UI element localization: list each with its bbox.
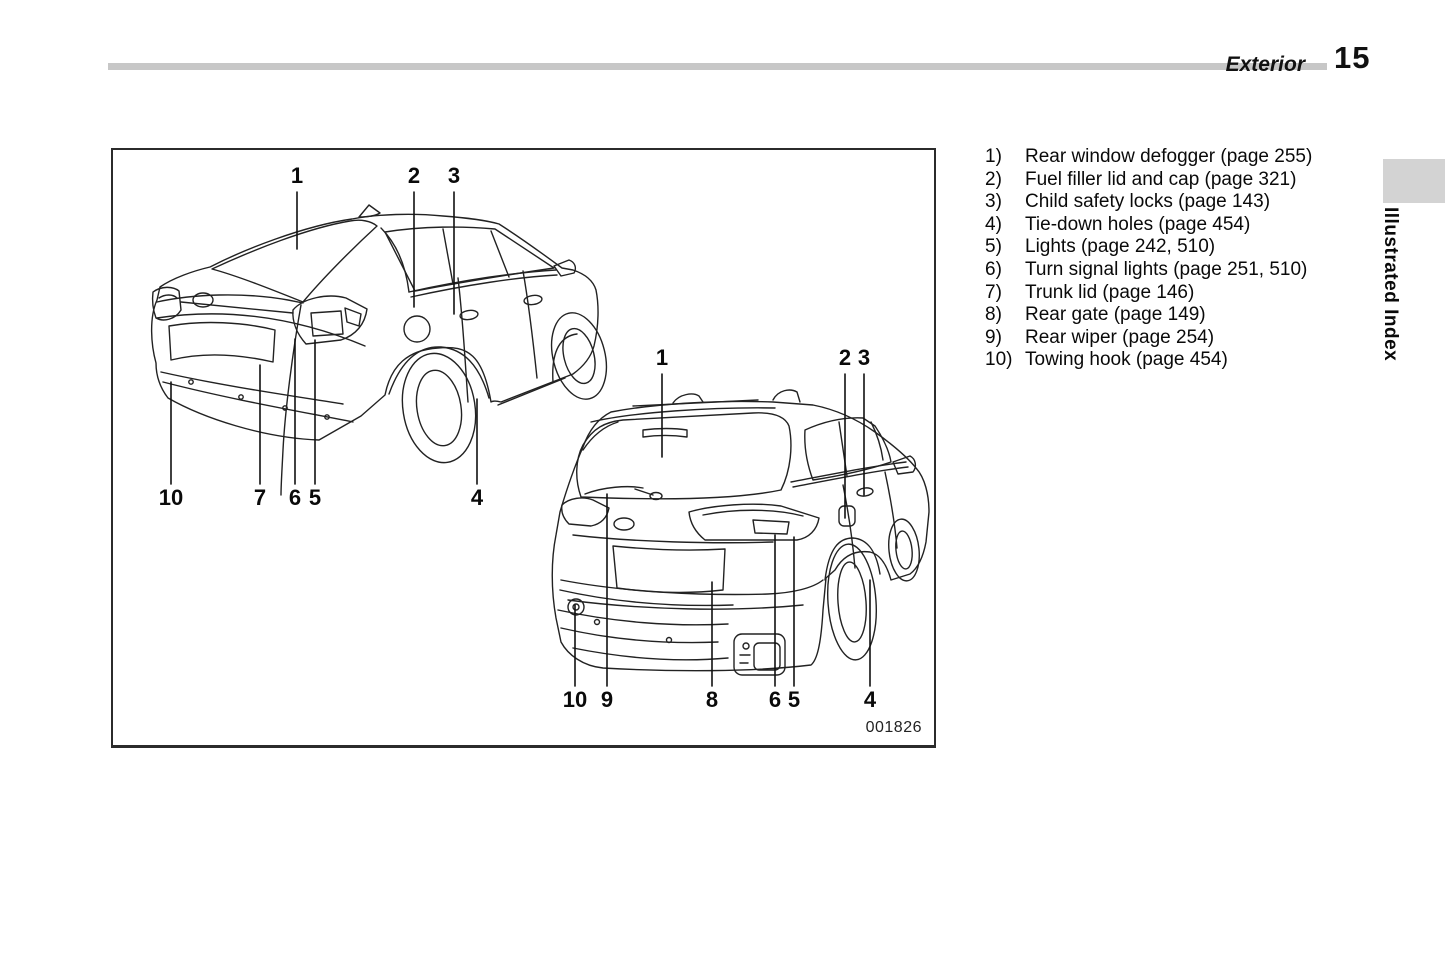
callout-label-2: 2 (407, 163, 421, 188)
callout-label-8: 8 (705, 687, 719, 712)
callout-label-2: 2 (838, 345, 852, 370)
parts-item-number: 1) (985, 146, 1002, 167)
parts-item-number: 4) (985, 213, 1002, 235)
parts-item-number: 8) (985, 304, 1002, 326)
callout-label-6: 6 (768, 687, 782, 712)
parts-item-label: Rear wiper (page 254) (1025, 326, 1215, 348)
parts-list-item: 6) Turn signal lights (page 251, 510) (985, 259, 1345, 282)
parts-item-label: Trunk lid (page 146) (1025, 281, 1195, 303)
parts-item-number: 2) (985, 168, 1002, 190)
callout-label-3: 3 (857, 345, 871, 370)
chapter-tab-marker (1383, 159, 1445, 203)
callout-label-4: 4 (863, 687, 877, 712)
parts-item-label: Child safety locks (page 143) (1025, 191, 1271, 213)
parts-item-label: Towing hook (page 454) (1025, 349, 1228, 371)
parts-list-item: 1) Rear window defogger (page 255) (985, 146, 1345, 169)
callout-label-1: 1 (655, 345, 669, 370)
callout-label-5: 5 (308, 485, 322, 510)
parts-list-item: 4) Tie-down holes (page 454) (985, 214, 1345, 237)
parts-item-number: 5) (985, 236, 1002, 258)
parts-list-item: 9) Rear wiper (page 254) (985, 327, 1345, 350)
parts-item-label: Rear gate (page 149) (1025, 304, 1206, 326)
callout-label-5: 5 (787, 687, 801, 712)
parts-item-label: Tie-down holes (page 454) (1025, 213, 1251, 235)
wagon-rear-drawing (551, 389, 930, 676)
parts-item-label: Fuel filler lid and cap (page 321) (1025, 168, 1297, 190)
callout-label-10: 10 (562, 687, 588, 712)
callout-label-1: 1 (290, 163, 304, 188)
figure-code: 001826 (865, 719, 922, 736)
section-title: Exterior (1225, 53, 1305, 76)
parts-list-item: 2) Fuel filler lid and cap (page 321) (985, 169, 1345, 192)
parts-item-number: 6) (985, 258, 1002, 280)
parts-list-item: 7) Trunk lid (page 146) (985, 282, 1345, 305)
parts-item-label: Rear window defogger (page 255) (1025, 146, 1313, 167)
parts-item-number: 7) (985, 281, 1002, 303)
callout-label-6: 6 (288, 485, 302, 510)
parts-list-item: 10) Towing hook (page 454) (985, 349, 1345, 372)
parts-list-item: 5) Lights (page 242, 510) (985, 236, 1345, 259)
sedan-rear-drawing (150, 204, 608, 496)
parts-list-item: 3) Child safety locks (page 143) (985, 191, 1345, 214)
parts-list-item: 8) Rear gate (page 149) (985, 304, 1345, 327)
parts-item-label: Lights (page 242, 510) (1025, 236, 1216, 258)
callout-leader-lines (170, 191, 871, 687)
parts-item-number: 10) (985, 349, 1013, 371)
callout-label-4: 4 (470, 485, 484, 510)
callout-label-3: 3 (447, 163, 461, 188)
callout-label-10: 10 (158, 485, 184, 510)
chapter-tab-label: Illustrated Index (1380, 207, 1401, 362)
parts-item-label: Turn signal lights (page 251, 510) (1025, 258, 1308, 280)
parts-list: 1) Rear window defogger (page 255) 2) Fuel … (985, 146, 1345, 372)
callout-label-9: 9 (600, 687, 614, 712)
parts-item-number: 9) (985, 326, 1002, 348)
header-rule (108, 63, 1327, 70)
callout-label-7: 7 (253, 485, 267, 510)
parts-item-number: 3) (985, 191, 1002, 213)
page-number: 15 (1334, 40, 1371, 75)
car-diagrams (150, 191, 930, 687)
